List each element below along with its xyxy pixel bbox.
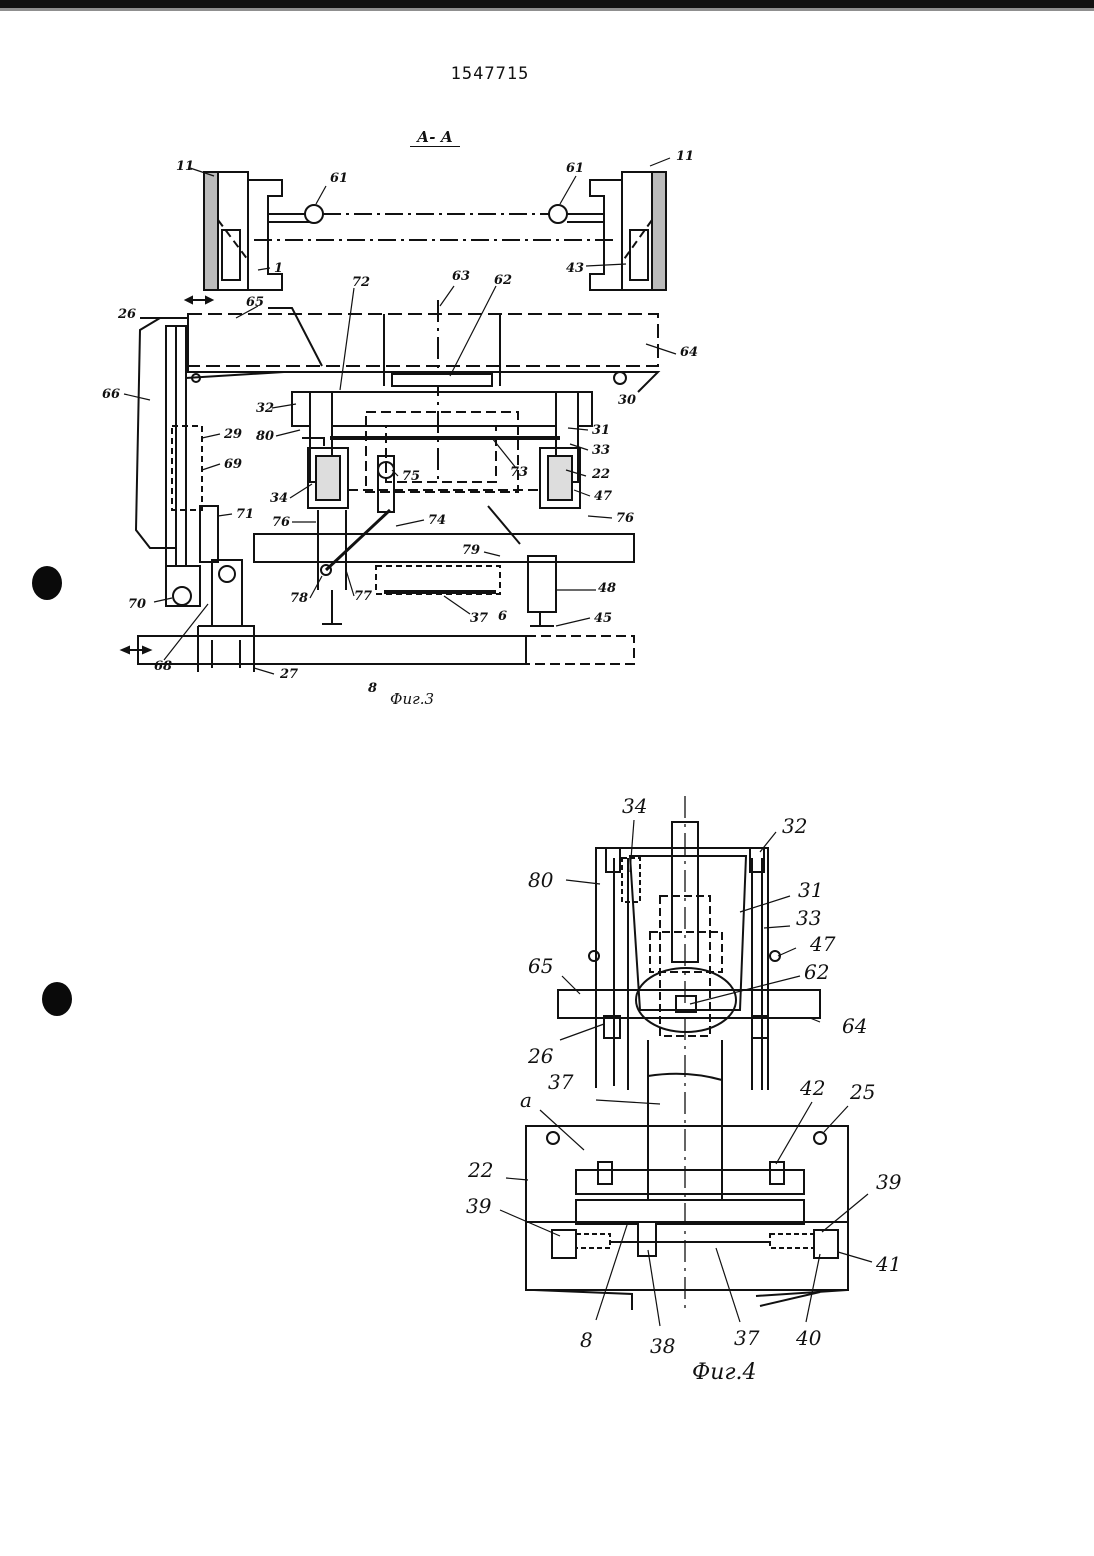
figure-3-caption: Фиг.3 (390, 690, 434, 708)
fig3-label-11-right: 11 (676, 150, 694, 163)
fig3-label-29: 29 (224, 428, 242, 441)
fig4-label-39-right: 39 (876, 1172, 901, 1192)
fig3-label-27: 27 (280, 668, 298, 681)
fig3-label-11-left: 11 (176, 160, 194, 173)
fig4-label-32: 32 (782, 816, 807, 836)
fig4-label-64: 64 (842, 1016, 867, 1036)
fig4-label-37-bottom: 37 (734, 1328, 759, 1348)
fig3-label-8: 8 (368, 682, 377, 695)
fig3-label-71: 71 (236, 508, 254, 521)
fig3-label-48: 48 (598, 582, 616, 595)
fig3-label-77: 77 (354, 590, 372, 603)
fig3-label-80: 80 (256, 430, 274, 443)
fig3-label-22: 22 (592, 468, 610, 481)
fig3-label-64: 64 (680, 346, 698, 359)
fig4-label-47: 47 (810, 934, 835, 954)
fig3-label-33: 33 (592, 444, 610, 457)
fig3-label-62: 62 (494, 274, 512, 287)
fig3-label-26: 26 (118, 308, 136, 321)
fig3-label-32: 32 (256, 402, 274, 415)
fig3-label-1: 1 (274, 262, 283, 275)
fig3-label-63: 63 (452, 270, 470, 283)
fig3-label-74: 74 (428, 514, 446, 527)
fig3-label-31: 31 (592, 424, 610, 437)
fig4-label-39-left: 39 (466, 1196, 491, 1216)
fig3-label-65: 65 (246, 296, 264, 309)
fig4-label-80: 80 (528, 870, 553, 890)
fig3-label-45: 45 (594, 612, 612, 625)
fig3-label-68: 68 (154, 660, 172, 673)
fig4-label-26: 26 (528, 1046, 553, 1066)
fig3-label-66: 66 (102, 388, 120, 401)
fig3-label-43: 43 (566, 262, 584, 275)
fig3-label-79: 79 (462, 544, 480, 557)
fig4-label-a: а (520, 1090, 532, 1110)
fig3-label-70: 70 (128, 598, 146, 611)
fig3-label-76-left: 76 (272, 516, 290, 529)
fig4-label-34: 34 (622, 796, 647, 816)
figure-4-caption: Фиг.4 (692, 1360, 757, 1385)
fig3-label-61-left: 61 (330, 172, 348, 185)
fig4-label-22: 22 (468, 1160, 493, 1180)
fig3-label-69: 69 (224, 458, 242, 471)
fig4-label-33: 33 (796, 908, 821, 928)
fig3-label-73: 73 (510, 466, 528, 479)
fig3-label-76-right: 76 (616, 512, 634, 525)
fig4-label-8: 8 (580, 1330, 593, 1350)
fig4-label-65: 65 (528, 956, 553, 976)
fig3-label-72: 72 (352, 276, 370, 289)
fig4-label-41: 41 (876, 1254, 901, 1274)
fig3-label-47: 47 (594, 490, 612, 503)
fig4-label-42: 42 (800, 1078, 825, 1098)
fig3-label-75: 75 (402, 470, 420, 483)
fig4-label-40: 40 (796, 1328, 821, 1348)
fig3-label-61-right: 61 (566, 162, 584, 175)
fig4-label-31: 31 (798, 880, 823, 900)
fig3-label-34: 34 (270, 492, 288, 505)
fig3-label-37: 37 (470, 612, 488, 625)
fig3-label-30: 30 (618, 394, 636, 407)
fig4-label-25: 25 (850, 1082, 875, 1102)
fig4-label-62: 62 (804, 962, 829, 982)
fig3-label-6: 6 (498, 610, 507, 623)
fig3-label-78: 78 (290, 592, 308, 605)
fig4-label-37-top: 37 (548, 1072, 573, 1092)
fig4-label-38: 38 (650, 1336, 675, 1356)
